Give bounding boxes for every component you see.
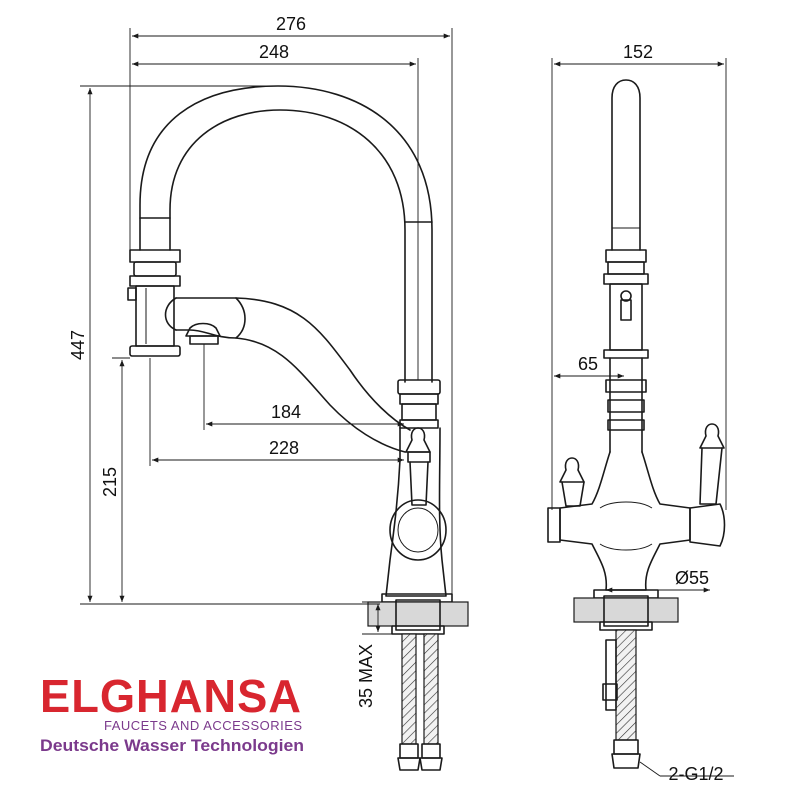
- front-sprayer-head: [603, 249, 649, 359]
- side-dim-lines: [80, 28, 453, 635]
- front-hoses: [602, 629, 641, 769]
- dim-diameter-55: Ø55: [675, 568, 709, 588]
- front-countertop: [573, 597, 679, 623]
- dim-152: 152: [623, 42, 653, 62]
- front-view: 152 65 Ø55 2-G1/2: [547, 42, 734, 784]
- spout-arc-outer: [139, 85, 433, 383]
- dim-276: 276: [276, 14, 306, 34]
- logo-tagline: Deutsche Wasser Technologien: [40, 736, 304, 755]
- pullout-arm-top: [175, 297, 411, 431]
- dim-447: 447: [68, 330, 88, 360]
- side-handle-disk: [389, 499, 447, 561]
- sprayer-head: [127, 249, 181, 357]
- side-view: 276 248 447 215 184 228 35 MAX: [68, 14, 469, 771]
- body-column: [385, 427, 447, 597]
- side-lever: [405, 427, 431, 506]
- side-hoses: [397, 633, 443, 771]
- dim-65: 65: [578, 354, 598, 374]
- dim-215: 215: [100, 467, 120, 497]
- dim-228: 228: [269, 438, 299, 458]
- dim-2-g1-2: 2-G1/2: [668, 764, 723, 784]
- dim-184: 184: [271, 402, 301, 422]
- front-left-handle: [547, 457, 585, 543]
- front-main-column: [609, 357, 643, 453]
- brand-logo: ELGHANSA FAUCETS AND ACCESSORIES Deutsch…: [40, 670, 304, 755]
- pullout-arm-bottom: [175, 329, 406, 453]
- spout-arc-inner: [169, 109, 406, 383]
- logo-subtitle: FAUCETS AND ACCESSORIES: [104, 718, 303, 733]
- dim-35-max: 35 MAX: [356, 644, 376, 708]
- front-right-handle: [689, 423, 726, 547]
- body-coupling: [397, 379, 441, 429]
- side-countertop: [367, 601, 469, 627]
- logo-brand-text: ELGHANSA: [40, 670, 302, 722]
- front-dim-lines: [551, 58, 734, 777]
- aerator: [185, 322, 221, 345]
- front-spout-tube: [611, 79, 641, 251]
- dim-248: 248: [259, 42, 289, 62]
